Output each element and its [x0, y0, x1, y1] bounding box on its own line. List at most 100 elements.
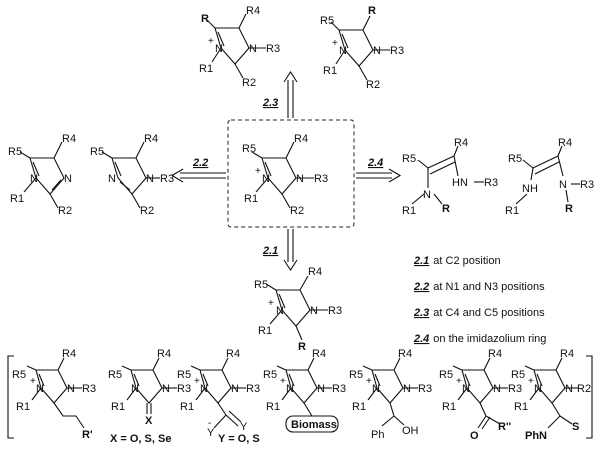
biomass-box — [285, 415, 339, 433]
bottom-structure-5: R5 R4 N R3 N + R1 Ph OH — [349, 348, 432, 441]
b5-n3-label: N — [403, 383, 411, 395]
b5-r4-label: R4 — [398, 348, 412, 360]
b1-plus: + — [30, 376, 36, 387]
b5-oh-label: OH — [402, 425, 419, 437]
b6-plus: + — [456, 376, 462, 387]
arrow-label-right: 2.4 — [367, 157, 383, 169]
b4-n3-label: N — [317, 383, 325, 395]
left-bracket — [7, 355, 14, 439]
left1-r4-label: R4 — [62, 133, 76, 145]
top-left-r2-label: R2 — [242, 77, 256, 89]
b6-r4-label: R4 — [488, 348, 502, 360]
center-r5-label: R5 — [242, 143, 256, 155]
top-left-structure: R R4 N R3 N + R1 R2 — [199, 5, 280, 89]
top-right-r3-label: R3 — [390, 45, 404, 57]
center-r1-label: R1 — [244, 193, 258, 205]
b4-r1-label: R1 — [266, 401, 280, 413]
top-right-plus: + — [332, 38, 338, 49]
top-right-n3-label: N — [373, 45, 381, 57]
center-r2-label: R2 — [290, 205, 304, 217]
arrow-up — [283, 70, 298, 118]
b2-n1-label: N — [131, 383, 139, 395]
right-structure-2: R5 R4 N R3 NH R1 R — [505, 137, 594, 217]
top-right-r2-label: R2 — [366, 79, 380, 91]
middle-r3-label: R3 — [328, 305, 342, 317]
left2-n3-label: N — [146, 173, 154, 185]
right1-hn-label: HN — [452, 177, 468, 189]
b3-y-right-label: Y — [240, 421, 248, 433]
b4-r3-label: R3 — [332, 383, 346, 395]
right2-nh-label: NH — [522, 183, 538, 195]
center-imidazolium: R5 R4 N R3 N + R1 R2 — [242, 133, 328, 217]
b5-n1-label: N — [372, 383, 380, 395]
left2-r2-label: R2 — [140, 205, 154, 217]
right1-r1-label: R1 — [402, 205, 416, 217]
b6-r1-label: R1 — [442, 401, 456, 413]
b6-r5-label: R5 — [439, 369, 453, 381]
b7-r4-label: R4 — [560, 348, 574, 360]
b7-r2-label: R2 — [577, 383, 591, 395]
b1-r4-label: R4 — [62, 348, 76, 360]
center-n1-label: N — [262, 173, 270, 185]
b7-r5-label: R5 — [511, 369, 525, 381]
b1-n1-label: N — [36, 383, 44, 395]
b5-r1-label: R1 — [352, 401, 366, 413]
arrow-label-up: 2.3 — [262, 97, 278, 109]
b7-s-label: S — [572, 421, 579, 433]
top-left-r-label: R — [201, 13, 209, 25]
right-structure-1: R5 R4 HN R3 N R1 R — [402, 137, 498, 217]
top-right-r-label: R — [368, 5, 376, 17]
b3-r1-label: R1 — [180, 401, 194, 413]
middle-n1-label: N — [276, 305, 284, 317]
b4-r5-label: R5 — [263, 369, 277, 381]
top-left-r1-label: R1 — [199, 63, 213, 75]
top-left-n3-label: N — [249, 43, 257, 55]
right1-r5-label: R5 — [402, 153, 416, 165]
middle-r5-label: R5 — [254, 279, 268, 291]
b2-n3-label: N — [162, 383, 170, 395]
right2-r5-label: R5 — [508, 153, 522, 165]
b2-x-label: X — [145, 415, 153, 427]
y-set-note: Y = O, S — [218, 433, 260, 445]
b2-r4-label: R4 — [157, 348, 171, 360]
b2-r3-label: R3 — [177, 383, 191, 395]
left2-r3-label: R3 — [160, 173, 174, 185]
b4-n1-label: N — [286, 383, 294, 395]
b3-r4-label: R4 — [226, 348, 240, 360]
b1-r1-label: R1 — [16, 401, 30, 413]
b6-r3-label: R3 — [508, 383, 522, 395]
right1-r3-label: R3 — [484, 177, 498, 189]
bottom-structure-6: R5 R4 N R3 N + R1 O R'' — [439, 348, 522, 442]
bottom-structure-3: R5 R4 N R3 N + R1 Y - Y — [177, 348, 260, 439]
center-r4-label: R4 — [294, 133, 308, 145]
top-left-r3-label: R3 — [266, 43, 280, 55]
arrow-label-left: 2.2 — [192, 157, 208, 169]
top-left-plus: + — [208, 36, 214, 47]
top-right-r5-label: R5 — [320, 15, 334, 27]
middle-n3-label: N — [310, 305, 318, 317]
b7-r1-label: R1 — [514, 401, 528, 413]
bottom-structure-2: R5 R4 N R3 N R1 X — [108, 348, 191, 427]
b4-plus: + — [280, 376, 286, 387]
right1-r-label: R — [442, 203, 450, 215]
b7-n3-label: N — [565, 383, 573, 395]
left2-n1-label: N — [108, 173, 116, 185]
b2-r5-label: R5 — [108, 369, 122, 381]
b6-rdprime-label: R'' — [498, 421, 512, 433]
b5-r5-label: R5 — [349, 369, 363, 381]
top-left-n1-label: N — [215, 43, 223, 55]
right2-r3-label: R3 — [580, 179, 594, 191]
top-left-r4-label: R4 — [246, 5, 260, 17]
middle-r4-label: R4 — [308, 266, 322, 278]
right2-r4-label: R4 — [558, 137, 572, 149]
left-structure-2: R5 R4 N R3 N R2 — [90, 133, 174, 217]
right-bracket — [586, 355, 593, 439]
middle-structure: R5 R4 N R3 N + R1 R — [254, 266, 342, 353]
bottom-structure-4: R5 R4 N R3 N + R1 Biomass — [263, 348, 346, 433]
right2-n-label: N — [559, 179, 567, 191]
left-structure-1: R5 R4 N N R1 R2 — [8, 133, 76, 217]
